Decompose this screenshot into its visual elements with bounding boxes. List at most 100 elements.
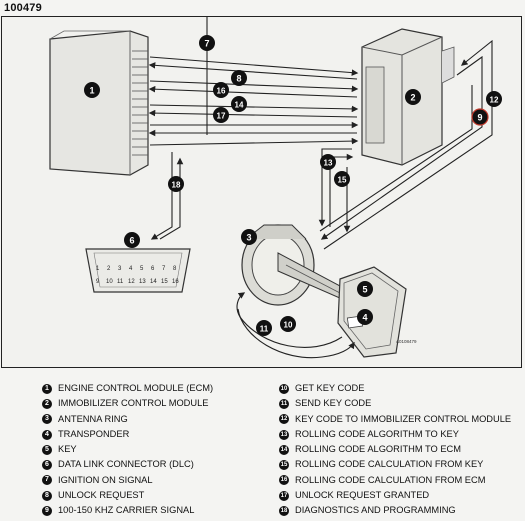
legend-number: 18 — [279, 506, 289, 517]
legend-label: SEND KEY CODE — [295, 398, 372, 409]
svg-text:3: 3 — [246, 233, 251, 243]
callout-4: 4 — [357, 309, 373, 325]
svg-text:17: 17 — [217, 112, 226, 121]
legend-label: DATA LINK CONNECTOR (DLC) — [58, 459, 194, 470]
callout-18: 18 — [168, 176, 184, 192]
svg-text:15: 15 — [338, 176, 347, 185]
legend-left: 1 ENGINE CONTROL MODULE (ECM) 2 IMMOBILIZE… — [42, 381, 213, 519]
callout-7: 7 — [199, 35, 215, 51]
callout-10: 10 — [280, 316, 296, 332]
legend-number: 9 — [42, 506, 52, 517]
dlc-pin: 12 — [128, 279, 135, 285]
callout-12: 12 — [486, 91, 502, 107]
legend-number: 2 — [42, 398, 52, 409]
legend-item: 17 UNLOCK REQUEST GRANTED — [279, 488, 511, 503]
dlc-pin: 13 — [139, 279, 146, 285]
dlc-pin: 10 — [106, 279, 113, 285]
callout-11: 11 — [256, 320, 272, 336]
svg-text:12: 12 — [490, 96, 499, 105]
legend-number: 3 — [42, 414, 52, 425]
dlc-pin: 7 — [162, 266, 166, 272]
callout-13: 13 — [320, 154, 336, 170]
legend-number: 17 — [279, 490, 289, 501]
legend-item: 11 SEND KEY CODE — [279, 396, 511, 411]
ecm-immobilizer-lines — [148, 56, 359, 146]
svg-text:8: 8 — [236, 74, 241, 84]
legend-label: UNLOCK REQUEST — [58, 490, 145, 501]
callout-9: 9 — [471, 108, 489, 126]
legend-label: DIAGNOSTICS AND PROGRAMMING — [295, 505, 456, 516]
svg-text:7: 7 — [204, 39, 209, 49]
legend-label: ROLLING CODE CALCULATION FROM ECM — [295, 474, 486, 485]
dlc-pin: 15 — [161, 279, 168, 285]
svg-text:18: 18 — [172, 181, 181, 190]
diagnostic-lines — [150, 152, 184, 240]
legend-number: 15 — [279, 460, 289, 471]
callouts: 1 2 3 4 5 6 7 8 9 10 11 12 13 14 15 16 1… — [84, 35, 502, 336]
dlc-pin: 6 — [151, 266, 155, 272]
legend-label: 100-150 KHZ CARRIER SIGNAL — [58, 505, 195, 516]
legend-number: 1 — [42, 383, 52, 394]
dlc-pin: 8 — [173, 266, 177, 272]
legend-number: 6 — [42, 460, 52, 471]
svg-text:13: 13 — [324, 159, 333, 168]
svg-text:11: 11 — [260, 325, 269, 334]
legend-number: 4 — [42, 429, 52, 440]
dlc-pin: 11 — [117, 279, 124, 285]
legend-number: 14 — [279, 444, 289, 455]
callout-2: 2 — [405, 89, 421, 105]
dlc-pin: 14 — [150, 279, 157, 285]
legend-label: ROLLING CODE CALCULATION FROM KEY — [295, 459, 484, 470]
legend-label: GET KEY CODE — [295, 383, 365, 393]
dlc-pin: 2 — [107, 266, 111, 272]
legend-label: TRANSPONDER — [58, 428, 130, 439]
legend-label: ENGINE CONTROL MODULE (ECM) — [58, 383, 214, 393]
svg-text:6: 6 — [129, 236, 134, 246]
dlc-pin: 16 — [172, 279, 179, 285]
ecm-module — [49, 30, 149, 176]
legend-item: 6 DATA LINK CONNECTOR (DLC) — [42, 457, 213, 472]
key — [337, 266, 407, 358]
callout-5: 5 — [357, 281, 373, 297]
svg-text:16: 16 — [217, 87, 226, 96]
dlc-pin: 5 — [140, 266, 144, 272]
svg-text:4: 4 — [362, 313, 367, 323]
legend-label: KEY — [58, 444, 77, 455]
legend-item: 9 100-150 KHZ CARRIER SIGNAL — [42, 503, 213, 518]
immobilizer-module — [361, 28, 455, 166]
antenna-ring — [241, 224, 343, 306]
dlc-connector — [85, 248, 191, 293]
dlc-pin: 1 — [96, 266, 100, 272]
legend-label: UNLOCK REQUEST GRANTED — [295, 490, 430, 501]
dlc-pin: 4 — [129, 266, 133, 272]
legend-number: 10 — [279, 383, 289, 394]
callout-6: 6 — [124, 232, 140, 248]
drawing-ref: A0108479 — [396, 339, 417, 344]
dlc-pin: 9 — [96, 279, 100, 285]
legend-item: 2 IMMOBILIZER CONTROL MODULE — [42, 396, 213, 411]
legend-label: ROLLING CODE ALGORITHM TO KEY — [295, 428, 459, 439]
legend-item: 15 ROLLING CODE CALCULATION FROM KEY — [279, 457, 511, 472]
legend-number: 11 — [279, 398, 289, 409]
dlc-pin: 3 — [118, 266, 122, 272]
svg-text:10: 10 — [284, 321, 293, 330]
diagram-panel: 1 2 3 4 5 6 7 8 9 10 11 12 13 14 15 16 — [1, 16, 522, 368]
callout-8: 8 — [231, 70, 247, 86]
legend-item: 4 TRANSPONDER — [42, 427, 213, 442]
svg-text:2: 2 — [410, 93, 415, 103]
legend-label: IMMOBILIZER CONTROL MODULE — [58, 398, 209, 409]
callout-3: 3 — [241, 229, 257, 245]
callout-17: 17 — [213, 107, 229, 123]
legend-item: 18 DIAGNOSTICS AND PROGRAMMING — [279, 503, 511, 518]
immobilizer-diagram: 1 2 3 4 5 6 7 8 9 10 11 12 13 14 15 16 — [49, 17, 502, 359]
callout-1: 1 — [84, 82, 100, 98]
svg-text:1: 1 — [89, 86, 94, 96]
legend-number: 12 — [279, 414, 289, 425]
